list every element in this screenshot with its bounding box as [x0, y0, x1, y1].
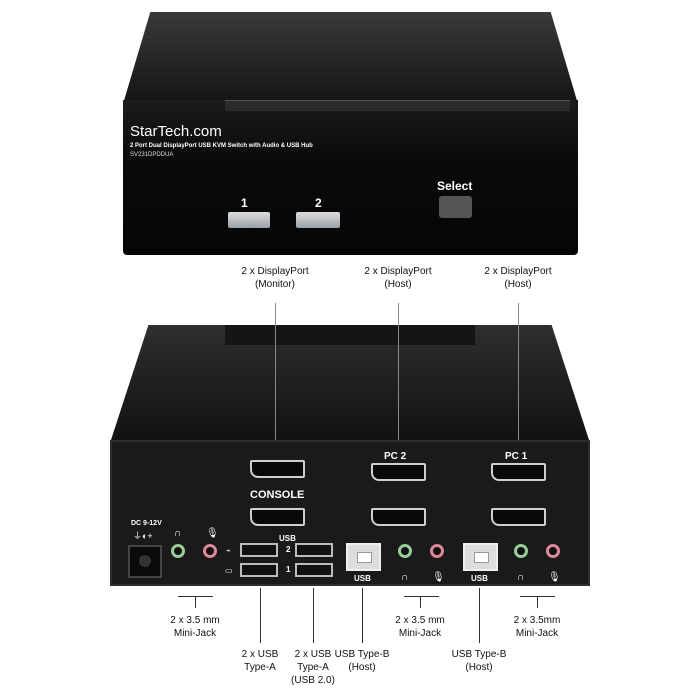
callout-dp-host-2: 2 x DisplayPort (Host): [364, 265, 431, 291]
callout-text: 2 x 3.5mm: [513, 615, 561, 626]
pc2-usb-label: USB: [354, 574, 371, 583]
callout-line: [479, 588, 480, 643]
callout-text: (Monitor): [254, 279, 295, 290]
usb-a-keyboard-port: [240, 563, 278, 577]
callout-line: [420, 596, 421, 608]
console-headphone-jack: [171, 544, 185, 558]
port-1-button[interactable]: [228, 212, 270, 228]
callout-line: [313, 588, 314, 643]
callout-text: 2 x 3.5 mm: [170, 615, 220, 626]
callout-text: USB Type-B: [451, 649, 507, 660]
pc1-usb-label: USB: [471, 574, 488, 583]
headphone-icon: ∩: [401, 572, 409, 583]
dc-power-jack: [128, 545, 162, 578]
pc2-displayport-2: [371, 508, 426, 526]
pc2-label: PC 2: [384, 451, 407, 462]
callout-line: [275, 303, 276, 463]
callout-text: Type-A: [297, 662, 329, 673]
callout-text: Mini-Jack: [515, 628, 559, 639]
callout-usb-b-pc2: USB Type-B (Host): [335, 648, 390, 674]
microphone-icon: 🎙: [206, 528, 219, 539]
usb-a-mouse-port: [240, 543, 278, 557]
callout-text: 2 x USB: [241, 649, 279, 660]
select-button[interactable]: [439, 196, 472, 218]
callout-pc2-audio: 2 x 3.5 mm Mini-Jack: [395, 614, 444, 640]
usb-a-hub-port-2: [295, 543, 333, 557]
usb-2-label: 2: [286, 545, 291, 554]
port-1-label: 1: [241, 196, 248, 210]
pc2-displayport-1: [371, 463, 426, 481]
callout-usb-type-a: 2 x USB Type-A: [242, 648, 279, 674]
callout-text: USB Type-B: [334, 649, 390, 660]
callout-usb-hub: 2 x USB Type-A (USB 2.0): [291, 648, 335, 687]
console-label: CONSOLE: [250, 489, 305, 501]
callout-text: (Host): [465, 662, 493, 673]
port-2-label: 2: [315, 196, 322, 210]
pc1-mic-jack: [546, 544, 560, 558]
callout-text: 2 x DisplayPort: [484, 266, 552, 277]
callout-line: [518, 303, 519, 453]
lid-edge: [225, 100, 570, 111]
microphone-icon: 🎙: [548, 572, 561, 583]
callout-usb-b-pc1: USB Type-B (Host): [452, 648, 507, 674]
callout-text: (Host): [384, 279, 412, 290]
callout-line: [260, 588, 261, 643]
front-panel: [123, 100, 578, 255]
callout-line: [362, 588, 363, 643]
console-displayport-1: [250, 460, 305, 478]
callout-text: 2 x 3.5 mm: [395, 615, 445, 626]
callout-line: [537, 596, 538, 608]
headphone-icon: ∩: [517, 572, 525, 583]
pc2-usb-b-port: [346, 543, 381, 571]
lid-raised: [225, 325, 475, 345]
pc1-label: PC 1: [505, 451, 528, 462]
callout-dp-host-1: 2 x DisplayPort (Host): [484, 265, 551, 291]
console-displayport-2: [250, 508, 305, 526]
port-2-button[interactable]: [296, 212, 340, 228]
usb-1-label: 1: [286, 565, 291, 574]
product-name: 2 Port Dual DisplayPort USB KVM Switch w…: [130, 143, 313, 149]
pc2-headphone-jack: [398, 544, 412, 558]
pc1-displayport-2: [491, 508, 546, 526]
model-number: SV231DPDDUA: [130, 152, 174, 158]
pc1-usb-b-port: [463, 543, 498, 571]
callout-line: [195, 596, 196, 608]
callout-text: 2 x DisplayPort: [364, 266, 432, 277]
callout-line: [404, 596, 439, 597]
callout-console-audio: 2 x 3.5 mm Mini-Jack: [170, 614, 219, 640]
callout-text: (Host): [348, 662, 376, 673]
microphone-icon: 🎙: [432, 572, 445, 583]
usb-a-hub-port-1: [295, 563, 333, 577]
callout-text: Type-A: [244, 662, 276, 673]
callout-text: 2 x DisplayPort: [241, 266, 309, 277]
front-unit-top: [123, 12, 578, 104]
callout-dp-monitor: 2 x DisplayPort (Monitor): [241, 265, 308, 291]
dc-polarity-icon: ⏚◐+: [133, 531, 153, 541]
callout-text: (USB 2.0): [291, 675, 335, 686]
pc2-mic-jack: [430, 544, 444, 558]
dc-label: DC 9-12V: [131, 520, 162, 527]
mouse-icon: ⌁: [226, 546, 231, 555]
callout-text: (Host): [504, 279, 532, 290]
pc1-headphone-jack: [514, 544, 528, 558]
keyboard-icon: ▭: [225, 566, 233, 575]
headphone-icon: ∩: [174, 528, 182, 539]
callout-line: [398, 303, 399, 453]
select-label: Select: [437, 179, 473, 193]
callout-text: Mini-Jack: [398, 628, 442, 639]
console-mic-jack: [203, 544, 217, 558]
pc1-displayport-1: [491, 463, 546, 481]
callout-text: 2 x USB: [294, 649, 332, 660]
callout-text: Mini-Jack: [173, 628, 217, 639]
usb-hub-label: USB: [279, 534, 296, 543]
brand-logo: StarTech.com: [130, 123, 222, 140]
